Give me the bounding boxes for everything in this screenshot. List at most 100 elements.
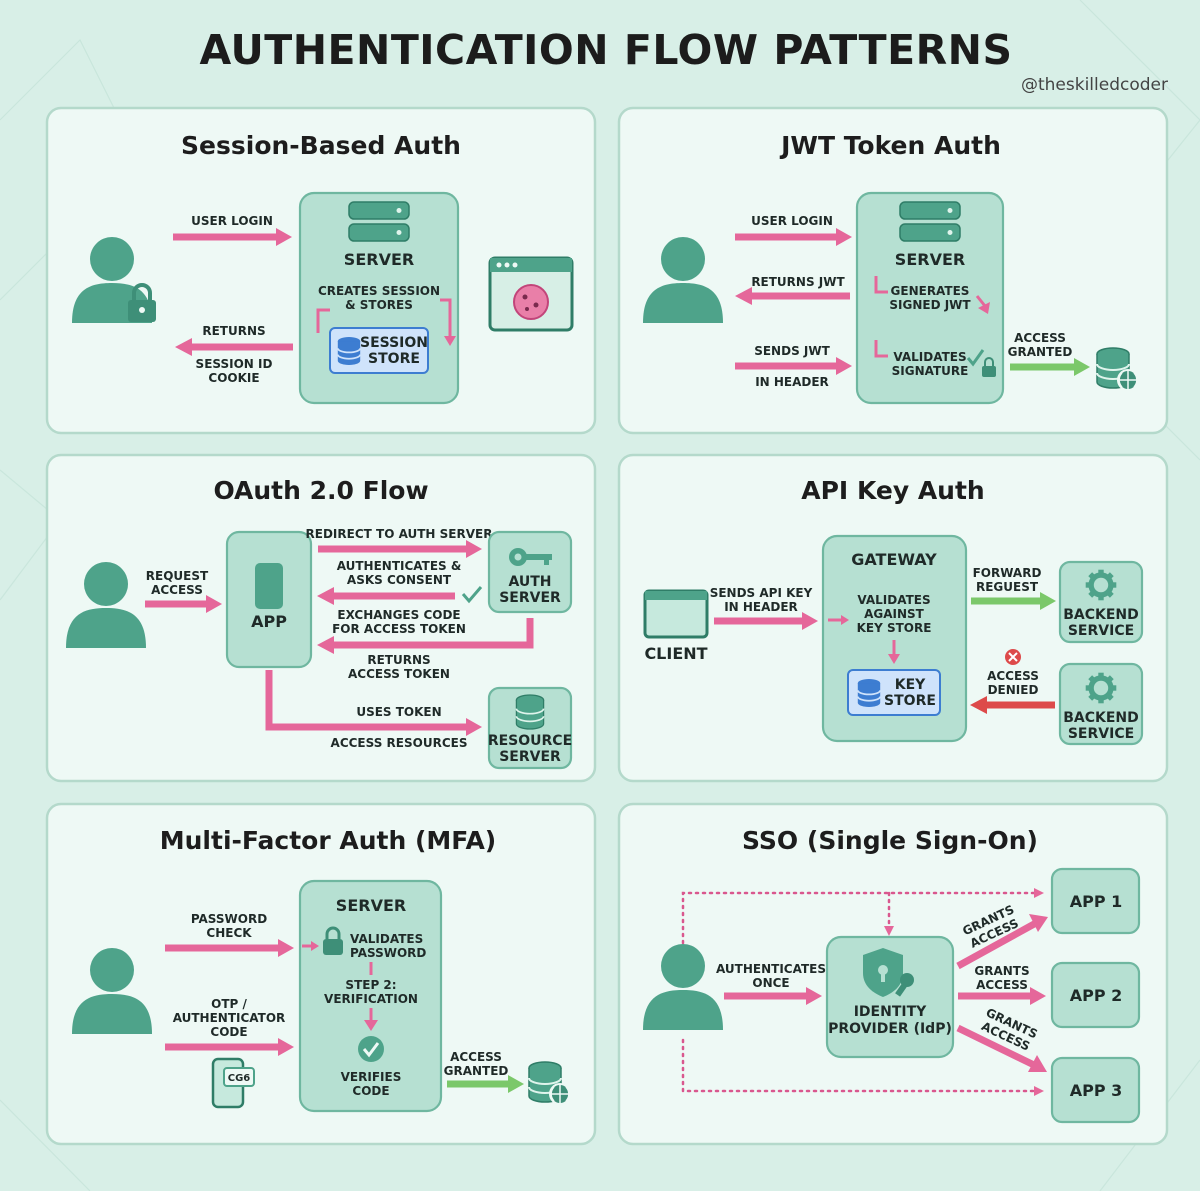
label-returns: RETURNS bbox=[367, 653, 430, 667]
app-3-label: APP 3 bbox=[1070, 1081, 1123, 1100]
label-validates: VALIDATES bbox=[350, 932, 423, 946]
gateway-box: GATEWAY VALIDATES AGAINST KEY STORE KEY … bbox=[821, 534, 968, 743]
database-globe-icon bbox=[528, 1061, 571, 1105]
key-icon bbox=[509, 548, 552, 566]
label-jwt-access: ACCESS bbox=[1014, 331, 1066, 345]
label-cookie: COOKIE bbox=[208, 371, 259, 385]
label-signature: SIGNATURE bbox=[892, 364, 969, 378]
arrow-uses-token bbox=[265, 670, 482, 736]
arrow-request-access bbox=[145, 595, 222, 613]
label-creates-session: CREATES SESSION bbox=[318, 284, 440, 298]
session-store-box: SESSION STORE bbox=[329, 327, 429, 374]
arrow-jwt-access-granted bbox=[1010, 358, 1090, 376]
label-otp: OTP / bbox=[211, 997, 247, 1011]
panel-title-sso: SSO (Single Sign-On) bbox=[742, 826, 1038, 855]
label-uses-token: USES TOKEN bbox=[356, 705, 441, 719]
label-password-2: PASSWORD bbox=[350, 946, 426, 960]
backend-label-1: BACKEND bbox=[1063, 607, 1139, 623]
shield-key-icon bbox=[863, 948, 914, 997]
idp-label-1: IDENTITY bbox=[854, 1004, 927, 1020]
lock-icon bbox=[982, 357, 996, 377]
panel-title-jwt: JWT Token Auth bbox=[779, 131, 1001, 160]
arrow-jwt-user-login bbox=[735, 228, 852, 246]
app-label: APP bbox=[251, 612, 287, 631]
client-browser-icon bbox=[643, 589, 709, 639]
otp-code-text: CG6 bbox=[228, 1073, 251, 1084]
label-authenticator: AUTHENTICATOR bbox=[173, 1011, 286, 1025]
label-asks-consent: ASKS CONSENT bbox=[347, 573, 452, 587]
label-signed-jwt: SIGNED JWT bbox=[889, 298, 971, 312]
arrow-grants-app1 bbox=[956, 914, 1048, 970]
label-returns: RETURNS bbox=[202, 324, 265, 338]
database-globe-icon bbox=[1096, 347, 1139, 391]
panel-title-api-key: API Key Auth bbox=[801, 476, 984, 505]
auth-server-label-2: SERVER bbox=[499, 590, 561, 606]
label-access-resources: ACCESS RESOURCES bbox=[331, 736, 468, 750]
label-store: STORE bbox=[368, 351, 420, 367]
label-sends-api-key: SENDS API KEY bbox=[710, 586, 813, 600]
label-in-header: IN HEADER bbox=[755, 375, 829, 389]
label-session: SESSION bbox=[360, 335, 428, 351]
server-box: SERVER CREATES SESSION & STORES SESSION … bbox=[298, 191, 460, 405]
label-request: REQUEST bbox=[146, 569, 209, 583]
panel-title-oauth: OAuth 2.0 Flow bbox=[213, 476, 428, 505]
arrow-grants-app3 bbox=[956, 1024, 1047, 1072]
page-title: AUTHENTICATION FLOW PATTERNS bbox=[199, 26, 1013, 74]
app-2-box: APP 2 bbox=[1050, 961, 1141, 1029]
arrow-otp bbox=[165, 1038, 294, 1056]
label-check: CHECK bbox=[206, 926, 252, 940]
label-forward: FORWARD bbox=[973, 566, 1042, 580]
label-redirect: REDIRECT TO AUTH SERVER bbox=[306, 527, 493, 541]
label-generates: GENERATES bbox=[891, 284, 970, 298]
arrow-mfa-access-granted bbox=[447, 1075, 524, 1093]
label-mfa-granted: GRANTED bbox=[444, 1064, 509, 1078]
label-verification: VERIFICATION bbox=[324, 992, 418, 1006]
arrow-redirect bbox=[318, 540, 482, 558]
arrow-authenticates bbox=[317, 587, 455, 605]
arrow-forward-request bbox=[971, 592, 1056, 610]
label-code: CODE bbox=[210, 1025, 247, 1039]
browser-cookie-icon bbox=[488, 256, 574, 332]
label-returns-jwt: RETURNS JWT bbox=[751, 275, 845, 289]
app-box: APP bbox=[225, 530, 313, 669]
app-1-label: APP 1 bbox=[1070, 892, 1123, 911]
panel-title-mfa: Multi-Factor Auth (MFA) bbox=[160, 826, 497, 855]
label-step-2: STEP 2: bbox=[345, 978, 396, 992]
app-3-box: APP 3 bbox=[1050, 1056, 1141, 1124]
label-in-header: IN HEADER bbox=[724, 600, 798, 614]
label-access-denied-2: DENIED bbox=[988, 683, 1039, 697]
label-request: REGUEST bbox=[976, 580, 1039, 594]
check-circle-icon bbox=[358, 1036, 384, 1062]
mfa-server-box: SERVER VALIDATES PASSWORD STEP 2: VERIFI… bbox=[298, 879, 443, 1113]
label-mfa-access: ACCESS bbox=[450, 1050, 502, 1064]
arrow-returns-jwt bbox=[735, 287, 850, 305]
check-icon bbox=[966, 349, 985, 367]
label-once: ONCE bbox=[752, 976, 789, 990]
label-jwt-granted: GRANTED bbox=[1008, 345, 1073, 359]
panel-oauth: OAuth 2.0 Flow REQUEST ACCESS APP REDIRE… bbox=[45, 453, 597, 783]
resource-server-label-2: SERVER bbox=[499, 749, 561, 765]
client-label: CLIENT bbox=[644, 644, 707, 663]
arrow-exchanges-code bbox=[317, 618, 534, 654]
panel-session-auth: Session-Based Auth USER LOGIN RETURNS SE… bbox=[45, 106, 597, 435]
label-verifies: VERIFIES bbox=[341, 1070, 402, 1084]
auth-server-label-1: AUTH bbox=[508, 574, 551, 590]
mfa-server-label: SERVER bbox=[336, 896, 406, 915]
identity-provider-box: IDENTITY PROVIDER (IdP) bbox=[825, 935, 955, 1059]
label-access: ACCESS bbox=[151, 583, 203, 597]
label-sends-jwt: SENDS JWT bbox=[754, 344, 830, 358]
key-store-box: KEY STORE bbox=[847, 669, 941, 716]
label-jwt-user-login: USER LOGIN bbox=[751, 214, 833, 228]
check-icon bbox=[461, 586, 483, 604]
app-1-box: APP 1 bbox=[1050, 867, 1141, 935]
arrow-returns-cookie bbox=[175, 338, 293, 356]
resource-server-box: RESOURCE SERVER bbox=[488, 686, 572, 770]
label-user-login: USER LOGIN bbox=[191, 214, 273, 228]
label-key: KEY bbox=[895, 677, 926, 693]
label-password: PASSWORD bbox=[191, 912, 267, 926]
label-store: STORE bbox=[884, 693, 936, 709]
arrow-authenticates-once bbox=[724, 987, 822, 1005]
panel-mfa: Multi-Factor Auth (MFA) PASSWORD CHECK O… bbox=[45, 802, 597, 1146]
label-access-2: ACCESS bbox=[976, 978, 1028, 992]
